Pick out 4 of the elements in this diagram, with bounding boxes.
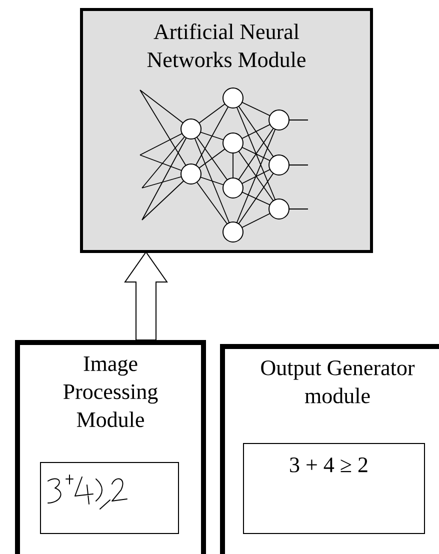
module-box: Artificial Neural Networks Module (80, 8, 373, 253)
equation-box: 3 + 4 ≥ 2 (243, 443, 425, 534)
handwriting-box (40, 462, 179, 534)
block-arrow (124, 251, 168, 340)
